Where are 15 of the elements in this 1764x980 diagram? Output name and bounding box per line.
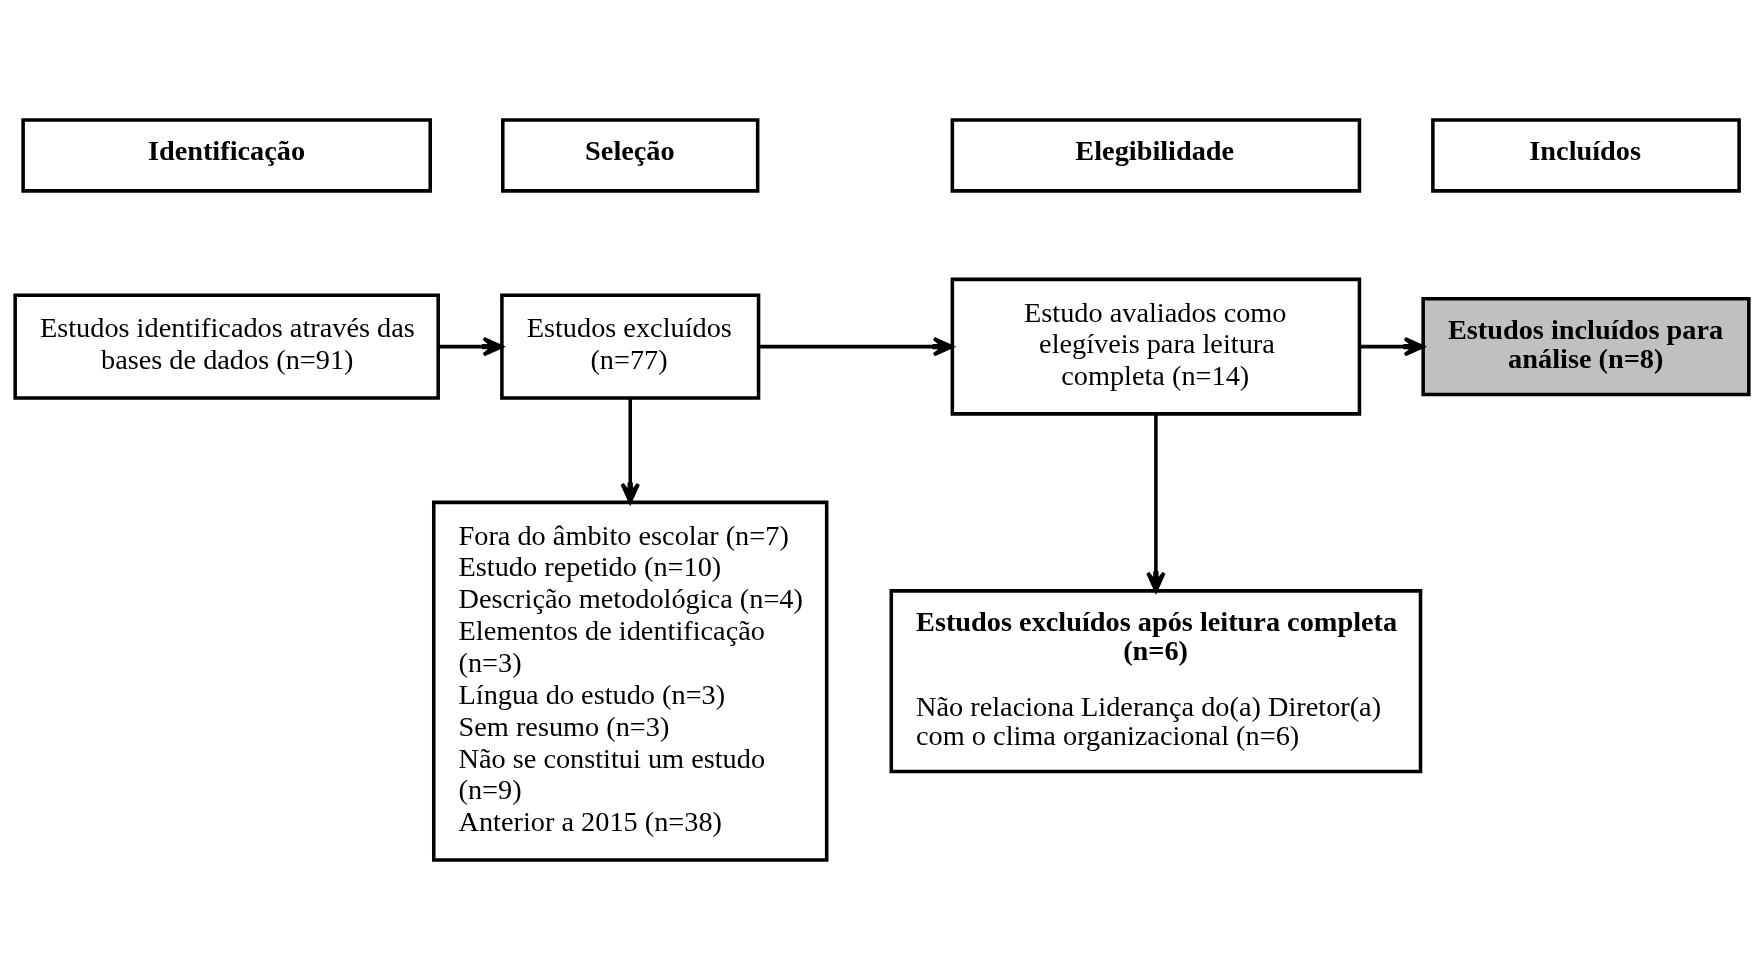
arrow (620, 398, 640, 504)
node-box: Incluídos (1431, 118, 1741, 193)
node-box: Estudos incluídos para análise (n=8) (1421, 297, 1751, 397)
node-box: Estudos excluídos (n=77) (500, 293, 761, 400)
node-box: Fora do âmbito escolar (n=7) Estudo repetido (n=10) Descrição metodológica (n=4) Elementos de identificação (n=3) Língua do estudo (n=3) Sem resumo (n=3) Não se constitui um estudo (n=9) Anterior a 2015 (n=38) (432, 500, 829, 862)
node-box: Elegibilidade (950, 118, 1362, 193)
node-box: Estudo avaliados como elegíveis para leitura completa (n=14) (950, 277, 1362, 416)
arrow (1146, 414, 1166, 593)
arrow (758, 336, 954, 357)
arrow (438, 336, 504, 357)
node-box: Identificação (21, 118, 432, 193)
node-box: Estudos excluídos após leitura completa (n=6) Não relaciona Liderança do(a) Diretor(a) com o clima organizacional (n=6) (889, 589, 1423, 774)
arrow (1360, 336, 1425, 357)
node-box: Estudos identificados através das bases de dados (n=91) (13, 293, 440, 400)
node-box: Seleção (501, 118, 760, 193)
